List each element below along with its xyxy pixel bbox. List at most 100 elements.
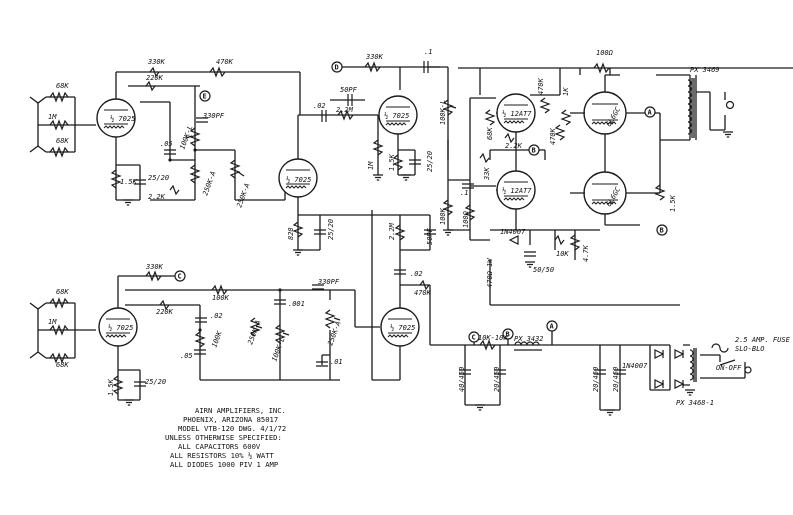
supply-resistor-label: 470Ω-1W	[486, 258, 494, 288]
note-line-5: ALL CAPACITORS 600V	[178, 442, 261, 451]
rectifier-diode-4	[674, 379, 685, 389]
upper-bass-pot-label: 250K-A	[201, 170, 217, 197]
second-gain-stage: D 330K .1 .02 50PF 2.2M ½ 7025 1M 1.5K 2…	[313, 48, 449, 181]
pi-balance-r2-label: 470K	[549, 127, 557, 145]
supply-filter-c3-label: 20/450	[592, 367, 600, 392]
lower-grid-resistor	[49, 324, 69, 336]
upper-cathode-resistor	[110, 169, 122, 189]
node-b-out-label: B	[660, 227, 664, 235]
power-switch-label: ON-OFF	[716, 364, 742, 372]
pi-input-r-label: 100K-L	[439, 100, 447, 125]
output-tubes: 6L6GC 6L6GC 1.5K A B	[570, 74, 677, 236]
lower-bright-cap	[274, 299, 286, 305]
lower-tone-c-label: .02	[210, 312, 223, 320]
power-grid-resistor	[654, 184, 666, 201]
pi-screen-r-label: 100Ω	[596, 49, 614, 57]
drawing-notes: AIRN AMPLIFIERS, INC. PHOENIX, ARIZONA 8…	[165, 406, 286, 469]
phase-inverter: 100K-L 100K 100Ω ½ 12AT7 ½ 12AT7 68K 2.2…	[439, 49, 793, 306]
lower-top-cap	[312, 284, 324, 290]
node-a-out-icon	[644, 106, 656, 118]
note-line-6: ALL RESISTORS 10% ½ WATT	[170, 451, 275, 460]
upper-input-resistor-2	[49, 146, 69, 158]
lower-tone-r-label: 100K	[210, 329, 224, 348]
v2-feedback-r-label: 2.2M	[336, 106, 354, 114]
lower-top-r-label: 330K	[145, 263, 164, 271]
upper-tone-cap	[164, 149, 176, 155]
upper-input-resistor-1	[49, 91, 69, 103]
v2-cathode-resistor	[392, 154, 404, 171]
power-grid-r-label: 1.5K	[669, 194, 677, 212]
v2-feedback-c-label: 50PF	[340, 86, 358, 94]
divider-cap	[424, 229, 436, 235]
v2-grid-r-label: 1M	[367, 161, 375, 170]
pi-balance-resistor-1	[539, 97, 551, 114]
lower-tone-resistor	[194, 331, 206, 348]
supply-filter-cap-3	[594, 369, 606, 375]
upper-bass-pot	[189, 164, 201, 184]
pi-grid-r1-label: 68K	[486, 127, 494, 140]
lower-treble-pot-label: 250K-A	[246, 319, 262, 346]
pi-cathode-cap	[462, 183, 474, 189]
lower-input-r1-label: 68K	[56, 288, 69, 296]
pi-tail-diode	[508, 235, 519, 245]
lower-out-resistor	[419, 279, 430, 291]
v2-output-c-label: .1	[424, 48, 432, 56]
node-b-out-icon	[656, 224, 668, 236]
supply-filter-resistor	[479, 339, 496, 351]
mixer-cathode-resistor	[292, 221, 304, 238]
lower-top-c-label: 330PF	[317, 278, 340, 286]
tube-v5-label: ½ 7025	[390, 324, 415, 332]
upper-bright-cap	[196, 117, 208, 123]
pi-screen-resistor	[593, 62, 610, 74]
upper-mid-r-label: 470K	[216, 58, 234, 66]
upper-top-resistor	[149, 66, 160, 78]
note-line-3: MODEL VTB-120 DWG. 4/1/72	[178, 424, 286, 433]
lower-treble-pot	[249, 317, 263, 337]
upper-volume-pot	[229, 159, 245, 179]
v2-feedback-cap	[347, 94, 353, 106]
tube-v1-label: ½ 7025	[110, 115, 135, 123]
lower-couple-c-label: .02	[410, 270, 423, 278]
pi-bottom-r-label: 100K	[439, 207, 447, 225]
lower-mid-c-label: .05	[180, 352, 193, 360]
lower-plate-r-label: 220K	[156, 308, 174, 316]
node-b-pi-icon	[528, 144, 540, 156]
lower-output-stage: ½ 7025 470K	[354, 210, 465, 381]
supply-filter-r-label: 10K-10W	[478, 334, 508, 342]
note-line-1: AIRN AMPLIFIERS, INC.	[195, 406, 286, 415]
upper-input-channel: 68K 1M 68K ½ 7025 1.5K 25/20 330K 220K 4…	[29, 58, 300, 209]
upper-plate-resistor	[145, 80, 156, 92]
upper-treble-pot	[185, 127, 201, 147]
lower-bottom-cap	[316, 361, 328, 367]
lower-cathode-resistor	[112, 375, 124, 395]
pi-tail-r-label: 100Ω	[462, 210, 470, 228]
lower-mid-r-label: 100K	[212, 294, 230, 302]
node-d-label: D	[335, 64, 339, 72]
tube-v2-label: ½ 7025	[384, 112, 409, 120]
power-plug-icon	[744, 366, 752, 374]
pi-bias-c-label: 50/50	[533, 266, 554, 274]
lower-mid-resistor	[211, 284, 228, 296]
tube-v6-label: ½ 12AT7	[502, 110, 532, 118]
upper-cathode-c-label: 25/20	[148, 174, 169, 182]
upper-grid-r-label: 1M	[48, 113, 57, 121]
rectifier-diode-2	[654, 379, 665, 389]
node-e-icon	[199, 90, 211, 102]
lower-bottom-c-label: .01	[330, 358, 343, 366]
upper-tone-c-label: .05	[160, 140, 173, 148]
note-line-2: PHOENIX, ARIZONA 85017	[183, 415, 278, 424]
supply-choke-icon	[514, 341, 542, 351]
upper-bright-c-label: 330PF	[202, 112, 225, 120]
divider-c-label: 50PF	[426, 227, 434, 245]
lower-top-resistor	[145, 270, 162, 282]
lower-out-r-label: 470K	[414, 289, 432, 297]
power-fuse-label: 2.5 AMP. FUSE	[735, 336, 791, 344]
supply-filter-cap-4	[614, 369, 626, 375]
note-line-7: ALL DIODES 1000 PIV 1 AMP	[170, 460, 278, 469]
lower-grid-r-label: 1M	[48, 318, 57, 326]
v2-plate-resistor	[364, 61, 381, 73]
v2-cathode-r-label: 1.5K	[388, 153, 396, 171]
supply-choke-label: PX 3432	[514, 335, 544, 343]
power-transformer-label: PX 3468-1	[676, 399, 714, 407]
output-transformer-coil-icon	[687, 79, 692, 135]
